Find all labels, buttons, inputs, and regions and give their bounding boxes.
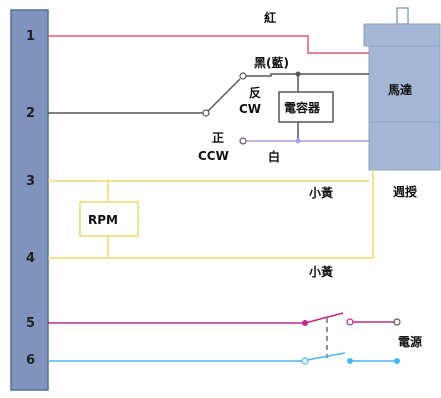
motor-label: 馬達: [388, 82, 412, 97]
power-terminal-6: [394, 358, 400, 364]
capacitor: 電容器: [278, 71, 334, 144]
terminal-6-label: 6: [26, 353, 35, 368]
gearbox-label: 週授: [393, 184, 418, 199]
power-switch-5-blade: [304, 312, 344, 324]
rpm-box: [79, 201, 139, 237]
yellow-wire-bottom: [48, 170, 374, 259]
power-switch-6-contact: [301, 357, 309, 365]
capacitor-label: 電容器: [284, 100, 321, 115]
cw-label: CW: [239, 102, 261, 116]
white-wire-label: 白: [268, 149, 280, 164]
switch-ccw-contact: [239, 137, 247, 145]
power-switch-5-contact: [346, 318, 354, 326]
forward-label: 正: [212, 131, 224, 145]
switch-common-contact: [202, 109, 210, 117]
terminal-5-label: 5: [26, 316, 35, 331]
motor-cap: [363, 23, 441, 47]
terminal-2-label: 2: [26, 106, 35, 121]
yellow-wire-top-label: 小黃: [309, 185, 333, 200]
switch-cw-contact: [239, 72, 247, 80]
power-label: 電源: [398, 334, 422, 349]
terminal-4-label: 4: [26, 251, 35, 266]
capacitor-bottom-junction: [295, 138, 301, 144]
motor-body: [368, 45, 441, 171]
cw-wire: [246, 73, 369, 77]
black-wire-label: 黑(藍): [254, 55, 289, 70]
ccw-label: CCW: [198, 149, 229, 163]
capacitor-top-junction: [295, 71, 301, 77]
reverse-label: 反: [249, 85, 261, 100]
terminal-3-label: 3: [26, 174, 35, 189]
motor-shaft: [396, 7, 409, 25]
yellow-wire-bottom-label: 小黃: [309, 264, 333, 279]
terminal-1-label: 1: [26, 29, 35, 44]
red-wire: [48, 35, 369, 54]
motor: 馬達: [363, 7, 441, 171]
power-terminal-5: [393, 318, 401, 326]
direction-switch-arm: [207, 78, 241, 112]
capacitor-box: [278, 91, 334, 123]
rpm-label: RPM: [88, 213, 118, 227]
red-wire-label: 紅: [264, 10, 276, 25]
power-switch-6-blade: [306, 352, 346, 361]
terminal-block: [10, 9, 49, 391]
